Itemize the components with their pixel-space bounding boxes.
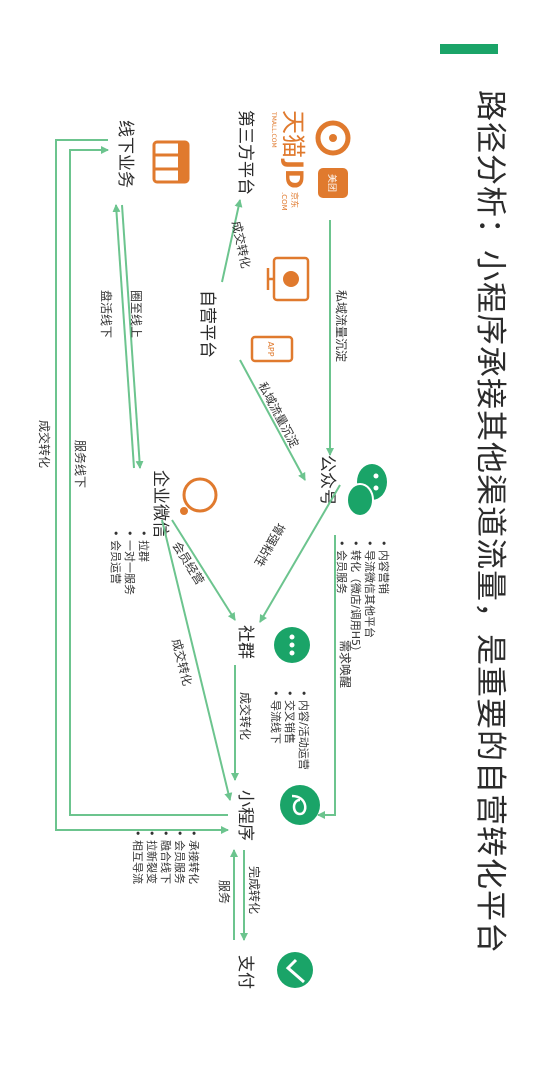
label-deal-conversion-bottom: 成交转化 [37,420,52,468]
node-community: 社群 [235,625,255,659]
list-item: 内容/活动运营 [296,690,310,770]
list-item: 会员运营 [108,530,122,595]
label-deal-conversion-top: 成交转化 [229,220,254,270]
edge-self-to-thirdparty [221,199,243,283]
label-service-offline: 服务线下 [73,440,88,488]
app-phone-icon: APP [250,335,294,363]
svg-text:天猫: 天猫 [279,110,307,158]
label-deal-conversion-community: 成交转化 [238,692,253,740]
label-complete-conversion: 完成转化 [247,866,262,914]
svg-text:TMALL.COM: TMALL.COM [270,111,277,148]
edge-wecom-to-mini [161,519,233,801]
edge-mini-to-offline [69,146,228,816]
svg-text:.COM: .COM [280,192,288,211]
edge-wecom-to-offline [112,204,135,469]
edge-wecom-to-community [171,519,236,621]
list-item: 一对一服务 [122,530,136,595]
label-circle-online: 圈至线上 [129,290,143,338]
list-item: 拉群 [136,530,150,595]
edge-official-to-mini [317,535,336,819]
node-wecom: 企业微信 [150,470,170,538]
label-service: 服务 [217,880,232,904]
computer-icon [266,256,310,302]
node-offline: 线下业务 [115,120,135,188]
list-item: 融合线下 [158,830,172,884]
list-item: 导流微信其他平台 [362,540,376,657]
list-item: 交叉销售 [282,690,296,770]
mini-program-bullets: 承接转化 会员服务 融合线下 拉新裂变 相互导流 [130,830,200,884]
node-third-party: 第三方平台 [235,110,255,195]
wechat-pay-icon [277,952,313,988]
list-item: 导流线下 [268,690,282,770]
label-private-traffic-1: 私域流量沉淀 [334,290,348,362]
svg-text:APP: APP [266,341,275,356]
wechat-icon [346,464,387,517]
community-chat-icon [274,627,310,663]
mini-program-icon [280,785,320,825]
node-official-account: 公众号 [317,455,337,506]
community-bullets: 内容/活动运营 交叉销售 导流线下 [268,690,310,770]
ele-icon [315,120,351,156]
label-enhance-stickiness: 增强粘性 [251,521,288,570]
wecom-bullets: 拉群 一对一服务 会员运营 [108,530,150,595]
edge-official-to-community [259,484,341,623]
tmall-icon: 天猫 TMALL.COM [270,110,307,158]
list-item: 会员服务 [334,540,348,657]
edge-self-to-official [239,359,306,481]
list-item: 相互导流 [130,830,144,884]
edge-offline-to-wecom [121,204,144,469]
node-payment: 支付 [235,955,255,989]
wecom-icon [180,477,218,515]
node-self-platform: 自营平台 [197,290,217,358]
node-mini-program: 小程序 [235,790,255,841]
label-drain-offline: 盘活线下 [99,290,114,338]
jd-icon: JD 京东 .COM [280,158,308,211]
list-item: 承接转化 [186,830,200,884]
svg-text:京东: 京东 [290,192,300,208]
svg-text:美团: 美团 [326,174,338,192]
label-private-traffic-2: 私域流量沉淀 [255,380,301,450]
list-item: 拉新裂变 [144,830,158,884]
list-item: 内容营销 [376,540,390,657]
svg-text:JD: JD [280,158,308,189]
shop-icon [152,140,190,184]
official-account-bullets: 内容营销 导流微信其他平台 转化（微店/调用H5） 会员服务 [334,540,390,657]
list-item: 会员服务 [172,830,186,884]
list-item: 转化（微店/调用H5） [348,540,362,657]
meituan-icon: 美团 [318,168,348,198]
